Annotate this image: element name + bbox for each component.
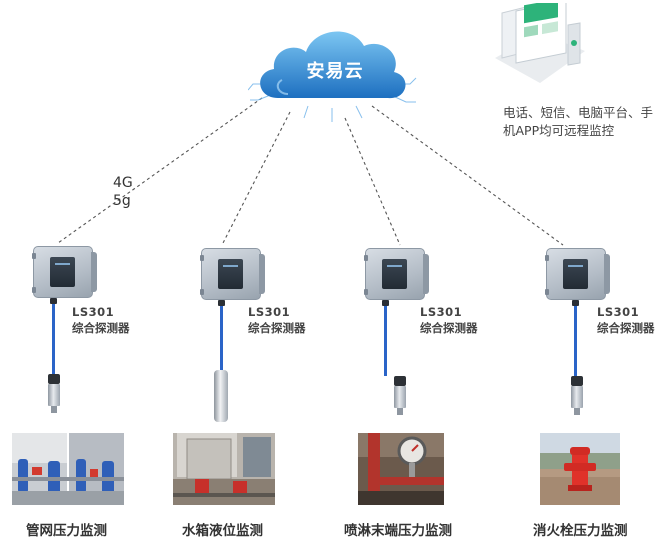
pressure-sensor-icon	[394, 376, 406, 386]
detector-device-1	[32, 246, 97, 298]
pressure-sensor-icon	[571, 376, 583, 386]
device-screen	[563, 259, 588, 289]
device-name: 综合探测器	[597, 321, 655, 335]
device-model: LS301	[72, 305, 115, 319]
device-name: 综合探测器	[248, 321, 306, 335]
monitor-platform-icon	[495, 3, 585, 83]
network-5g-label: 5g	[113, 193, 131, 209]
cloud-label: 安易云	[306, 61, 364, 82]
sensor-cable-4	[574, 306, 577, 376]
scene-caption-3: 喷淋末端压力监测	[344, 523, 452, 539]
device-screen	[50, 257, 75, 287]
device-label-4: LS301 综合探测器	[597, 304, 655, 336]
detector-device-3	[364, 248, 429, 300]
device-name: 综合探测器	[420, 321, 478, 335]
scene-photo-sprinkler-end	[358, 433, 444, 505]
network-4g-label: 4G	[113, 175, 133, 191]
device-name: 综合探测器	[72, 321, 130, 335]
device-model: LS301	[420, 305, 463, 319]
cloud-icon	[248, 31, 417, 122]
scene-caption-2: 水箱液位监测	[182, 523, 263, 539]
remote-text-line2: 机APP均可远程监控	[503, 123, 615, 138]
device-model: LS301	[248, 305, 291, 319]
link-device-3	[344, 117, 401, 246]
level-probe-icon	[214, 370, 228, 422]
device-label-2: LS301 综合探测器	[248, 304, 306, 336]
device-label-1: LS301 综合探测器	[72, 304, 130, 336]
scene-caption-4: 消火栓压力监测	[533, 523, 628, 539]
sensor-cable-2	[220, 306, 223, 370]
scene-caption-1: 管网压力监测	[26, 523, 107, 539]
remote-text-line1: 电话、短信、电脑平台、手	[503, 105, 654, 120]
device-label-3: LS301 综合探测器	[420, 304, 478, 336]
device-model: LS301	[597, 305, 640, 319]
sensor-cable-1	[52, 304, 55, 374]
device-screen	[218, 259, 243, 289]
scene-photo-fire-hydrant	[540, 433, 620, 505]
device-screen	[382, 259, 407, 289]
scene-photo-pipe-network	[12, 433, 124, 505]
detector-device-2	[200, 248, 265, 300]
link-device-2	[221, 111, 291, 246]
remote-monitoring-note: 电话、短信、电脑平台、手 机APP均可远程监控	[503, 104, 668, 140]
sensor-cable-3	[384, 306, 387, 376]
link-device-1	[57, 97, 263, 244]
pressure-sensor-icon	[48, 374, 60, 384]
detector-device-4	[545, 248, 610, 300]
scene-photo-water-tank	[173, 433, 275, 505]
